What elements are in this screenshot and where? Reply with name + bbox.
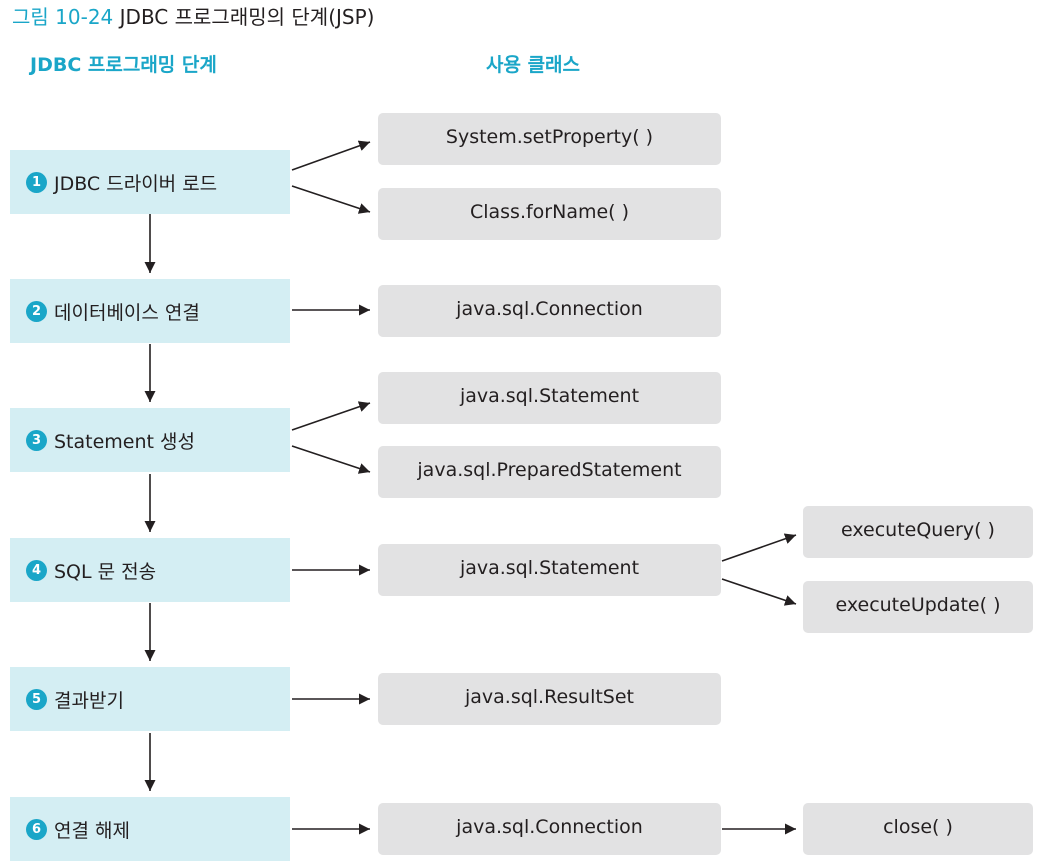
step3-to-preparedstatement-arrow xyxy=(291,445,371,474)
step-3-box: 3 Statement 생성 xyxy=(10,408,290,472)
step-6-label: 연결 해제 xyxy=(54,819,130,842)
method-executeupdate: executeUpdate( ) xyxy=(803,581,1033,633)
step1-to-setproperty-arrow xyxy=(291,140,371,171)
classes-column-header: 사용 클래스 xyxy=(486,54,581,76)
step-4-number-badge: 4 xyxy=(26,559,47,581)
figure-number: 그림 10-24 xyxy=(12,5,114,29)
class-preparedstatement: java.sql.PreparedStatement xyxy=(378,446,721,498)
step-5-label: 결과받기 xyxy=(54,689,124,712)
figure-caption: 그림 10-24 JDBC 프로그래밍의 단계(JSP) xyxy=(12,2,374,32)
step-1-label: JDBC 드라이버 로드 xyxy=(54,172,218,195)
step-2-box: 2 데이터베이스 연결 xyxy=(10,279,290,343)
step-3-label: Statement 생성 xyxy=(54,430,195,453)
class-resultset: java.sql.ResultSet xyxy=(378,673,721,725)
step3-to-statement-arrow xyxy=(291,401,371,431)
step1-to-forname-arrow xyxy=(291,185,371,214)
step-4-label: SQL 문 전송 xyxy=(54,560,157,583)
steps-column-header: JDBC 프로그래밍 단계 xyxy=(30,54,217,76)
statement-to-executeupdate-arrow xyxy=(721,578,797,606)
step-6-number-badge: 6 xyxy=(26,818,47,840)
method-executequery: executeQuery( ) xyxy=(803,506,1033,558)
class-class-forname: Class.forName( ) xyxy=(378,188,721,240)
step-1-number-badge: 1 xyxy=(26,171,47,193)
class-statement: java.sql.Statement xyxy=(378,372,721,424)
step-5-number-badge: 5 xyxy=(26,688,47,710)
class-connection-close: java.sql.Connection xyxy=(378,803,721,855)
step-2-label: 데이터베이스 연결 xyxy=(54,301,200,324)
class-statement-send: java.sql.Statement xyxy=(378,544,721,596)
figure-title: JDBC 프로그래밍의 단계(JSP) xyxy=(119,5,375,29)
class-system-setproperty: System.setProperty( ) xyxy=(378,113,721,165)
step-6-box: 6 연결 해제 xyxy=(10,797,290,861)
method-close: close( ) xyxy=(803,803,1033,855)
step-3-number-badge: 3 xyxy=(26,429,47,451)
step-2-number-badge: 2 xyxy=(26,300,47,322)
statement-to-executequery-arrow xyxy=(721,533,797,562)
step-4-box: 4 SQL 문 전송 xyxy=(10,538,290,602)
step-1-box: 1 JDBC 드라이버 로드 xyxy=(10,150,290,214)
step-5-box: 5 결과받기 xyxy=(10,667,290,731)
class-connection: java.sql.Connection xyxy=(378,285,721,337)
